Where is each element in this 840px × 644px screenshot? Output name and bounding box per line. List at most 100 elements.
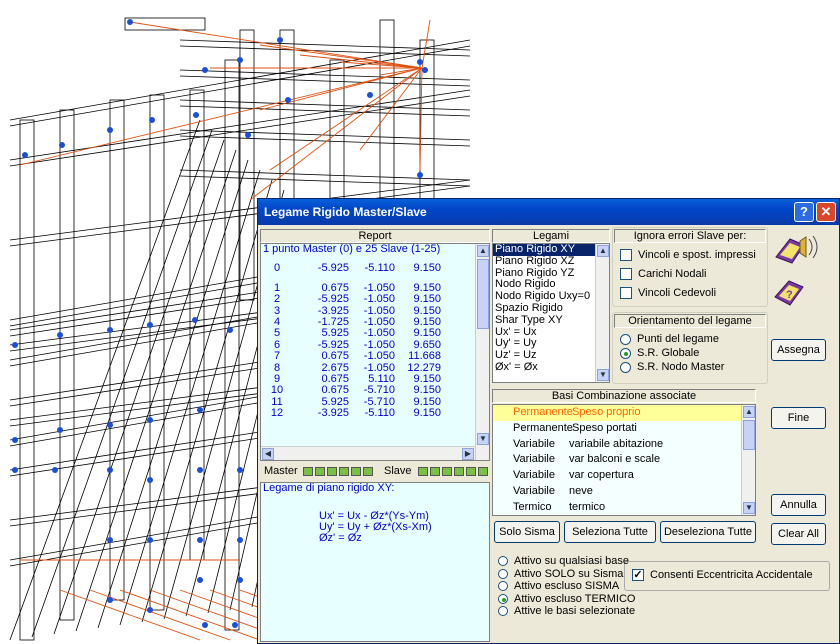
attivo-radio[interactable] bbox=[498, 568, 508, 579]
model-node[interactable] bbox=[197, 537, 203, 543]
slave-indicator[interactable] bbox=[418, 466, 490, 477]
model-node[interactable] bbox=[197, 407, 203, 413]
report-hscroll[interactable]: ◀ ▶ bbox=[261, 446, 475, 460]
scroll-down-icon[interactable]: ▼ bbox=[743, 502, 755, 514]
scroll-up-icon[interactable]: ▲ bbox=[743, 406, 755, 418]
model-node[interactable] bbox=[367, 92, 373, 98]
close-button[interactable]: ✕ bbox=[816, 202, 836, 222]
legami-item[interactable]: Piano Rigido XZ bbox=[495, 254, 575, 267]
model-node[interactable] bbox=[12, 342, 18, 348]
model-node[interactable] bbox=[147, 607, 153, 613]
attivo-radio[interactable] bbox=[498, 593, 508, 604]
legami-item[interactable]: Piano Rigido XY bbox=[493, 244, 595, 256]
scroll-up-icon[interactable]: ▲ bbox=[477, 245, 489, 257]
scroll-right-icon[interactable]: ▶ bbox=[462, 448, 474, 460]
fine-button[interactable]: Fine bbox=[771, 407, 826, 429]
model-node[interactable] bbox=[227, 327, 233, 333]
help-book-icon[interactable]: ? bbox=[772, 277, 806, 307]
report-list[interactable]: 1 punto Master (0) e 25 Slave (1-25) 0-5… bbox=[260, 243, 490, 461]
model-node[interactable] bbox=[417, 59, 423, 65]
legami-item[interactable]: Nodo Rigido Uxy=0 bbox=[495, 290, 591, 303]
scroll-thumb[interactable] bbox=[743, 420, 755, 450]
model-node[interactable] bbox=[57, 427, 63, 433]
attivo-radio[interactable] bbox=[498, 606, 508, 616]
help-button[interactable]: ? bbox=[794, 202, 814, 222]
scroll-up-icon[interactable]: ▲ bbox=[597, 245, 609, 257]
speaker-book-icon[interactable] bbox=[770, 231, 820, 265]
basi-vscroll[interactable]: ▲ ▼ bbox=[741, 405, 755, 515]
model-node[interactable] bbox=[107, 597, 113, 603]
model-node[interactable] bbox=[417, 172, 423, 178]
scroll-down-icon[interactable]: ▼ bbox=[597, 369, 609, 381]
legami-item[interactable]: Nodo Rigido bbox=[495, 278, 556, 291]
orientamento-radio[interactable] bbox=[620, 348, 631, 359]
model-node[interactable] bbox=[52, 467, 58, 473]
dialog-titlebar[interactable]: Legame Rigido Master/Slave bbox=[258, 199, 839, 225]
model-node[interactable] bbox=[107, 127, 113, 133]
legami-vscroll[interactable]: ▲ ▼ bbox=[595, 244, 609, 382]
model-node[interactable] bbox=[147, 537, 153, 543]
model-node[interactable] bbox=[202, 67, 208, 73]
model-node[interactable] bbox=[237, 537, 243, 543]
ignora-checkbox[interactable] bbox=[620, 268, 632, 280]
model-node[interactable] bbox=[107, 467, 113, 473]
model-node[interactable] bbox=[12, 437, 18, 443]
master-indicator[interactable] bbox=[303, 466, 378, 477]
clear-all-button[interactable]: Clear All bbox=[771, 523, 826, 545]
model-node[interactable] bbox=[285, 97, 291, 103]
orientamento-radio[interactable] bbox=[620, 362, 631, 373]
legami-item[interactable]: Shar Type XY bbox=[495, 313, 563, 326]
model-node[interactable] bbox=[107, 537, 113, 543]
model-node[interactable] bbox=[237, 57, 243, 63]
ignora-checkbox[interactable] bbox=[620, 287, 632, 299]
orientamento-radio[interactable] bbox=[620, 334, 631, 345]
legami-item[interactable]: Uy' = Uy bbox=[495, 337, 537, 350]
model-node[interactable] bbox=[22, 152, 28, 158]
model-node[interactable] bbox=[147, 477, 153, 483]
deseleziona-tutte-button[interactable]: Deseleziona Tutte bbox=[660, 521, 756, 543]
model-node[interactable] bbox=[107, 327, 113, 333]
model-node[interactable] bbox=[149, 117, 155, 123]
model-node[interactable] bbox=[192, 317, 198, 323]
attivo-radio[interactable] bbox=[498, 556, 508, 566]
report-vscroll[interactable]: ▲ ▼ bbox=[475, 244, 489, 460]
model-node[interactable] bbox=[107, 422, 113, 428]
ignora-checkbox[interactable] bbox=[620, 249, 632, 261]
legami-item[interactable]: Øx' = Øx bbox=[495, 360, 538, 373]
legami-item[interactable]: Piano Rigido YZ bbox=[495, 266, 575, 279]
scroll-left-icon[interactable]: ◀ bbox=[262, 448, 274, 460]
model-node[interactable] bbox=[245, 132, 251, 138]
legami-item[interactable]: Ux' = Ux bbox=[495, 325, 537, 338]
model-node[interactable] bbox=[197, 577, 203, 583]
model-node[interactable] bbox=[237, 577, 243, 583]
solo-sisma-button[interactable]: Solo Sisma bbox=[494, 521, 560, 543]
model-node[interactable] bbox=[12, 467, 18, 473]
model-node[interactable] bbox=[232, 622, 238, 628]
model-node[interactable] bbox=[277, 37, 283, 43]
eccentricita-checkbox[interactable]: ✓ bbox=[632, 569, 644, 581]
model-node[interactable] bbox=[59, 142, 65, 148]
model-node[interactable] bbox=[197, 467, 203, 473]
model-node[interactable] bbox=[147, 417, 153, 423]
scroll-thumb[interactable] bbox=[477, 259, 489, 329]
